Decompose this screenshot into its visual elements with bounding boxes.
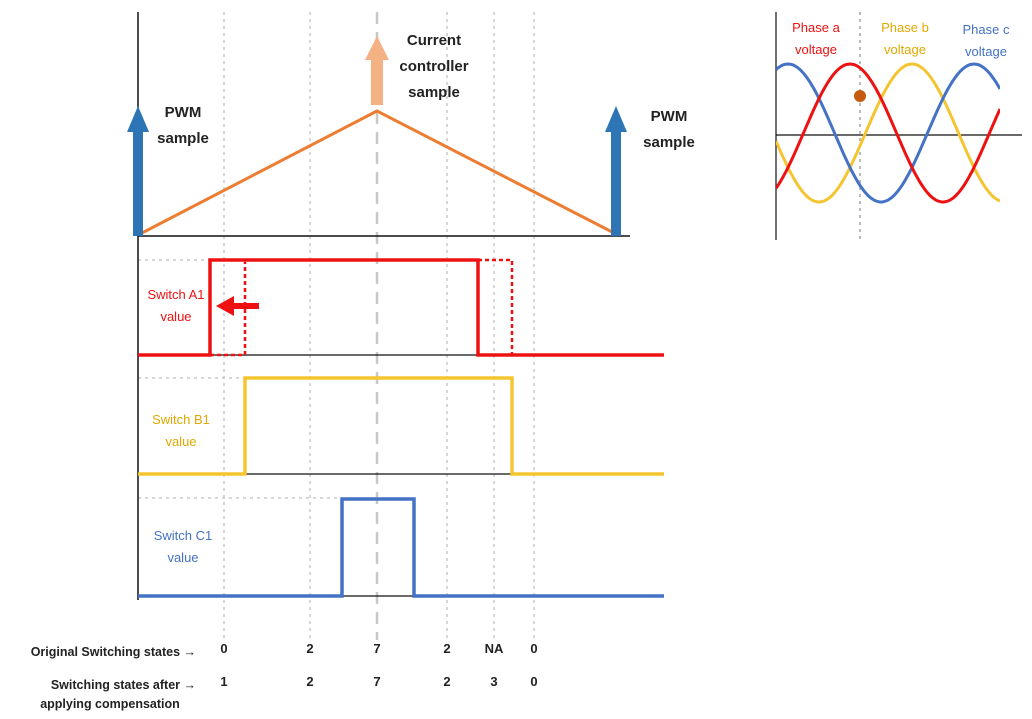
phase-c-label-line2: voltage: [965, 44, 1007, 59]
phase-a-label-line1: Phase a: [792, 20, 840, 35]
switch-a1-waveform: [138, 258, 664, 357]
phase-voltage-inset: Phase a voltage Phase b voltage Phase c …: [775, 12, 1022, 240]
compensated-states-label-line1: Switching states after →: [51, 678, 196, 692]
switch-b1-waveform: [138, 376, 664, 476]
pwm-sample-left-line2: sample: [157, 130, 209, 147]
original-states-label: Original Switching states →: [31, 645, 196, 659]
shift-left-arrow: [216, 296, 259, 316]
pwm-sample-left-line1: PWM: [165, 104, 202, 121]
pwm-sample-right-line1: PWM: [651, 108, 688, 125]
switch-c1-waveform: [138, 497, 664, 598]
intersection-dot-icon: [854, 90, 866, 102]
compensated-state-value: 2: [443, 674, 450, 689]
original-state-value: 2: [306, 641, 313, 656]
phase-b-label-line2: voltage: [884, 42, 926, 57]
controller-label-line2: controller: [399, 58, 468, 75]
triangle-carrier: [139, 109, 617, 236]
switch-b1-label-line1: Switch B1: [152, 412, 210, 427]
switch-a1-original-right: [478, 258, 514, 355]
arrow-left-icon: [216, 296, 234, 316]
compensated-states-label-line2: applying compensation: [40, 697, 180, 711]
phase-c-wave: [776, 62, 1000, 204]
pwm-sample-arrow-left: [127, 106, 149, 236]
controller-label-line3: sample: [408, 84, 460, 101]
phase-a-wave: [776, 62, 1000, 204]
switch-c1-label-line1: Switch C1: [154, 528, 213, 543]
arrow-up-icon: [365, 36, 389, 60]
compensated-state-value: 0: [530, 674, 537, 689]
compensated-state-value: 3: [490, 674, 497, 689]
arrow-up-icon: [605, 106, 627, 132]
phase-a-label-line2: voltage: [795, 42, 837, 57]
switch-a1-label-line2: value: [160, 309, 191, 324]
compensated-state-value: 1: [220, 674, 227, 689]
timing-grid: [223, 12, 535, 640]
phase-b-wave: [776, 62, 1000, 204]
switch-c1-label-line2: value: [167, 550, 198, 565]
original-state-value: 0: [220, 641, 227, 656]
phase-c-label-line1: Phase c: [963, 22, 1010, 37]
switch-a1-original-left: [210, 262, 247, 357]
current-controller-arrow: [365, 36, 389, 105]
switch-b1-label-line2: value: [165, 434, 196, 449]
arrow-up-icon: [127, 106, 149, 132]
switch-a1-label-line1: Switch A1: [147, 287, 204, 302]
original-state-value: 7: [373, 641, 380, 656]
original-state-value: NA: [485, 641, 504, 656]
compensated-state-value: 7: [373, 674, 380, 689]
pwm-sample-arrow-right: [605, 106, 627, 236]
original-state-value: 2: [443, 641, 450, 656]
pwm-sample-right-line2: sample: [643, 134, 695, 151]
compensated-state-value: 2: [306, 674, 313, 689]
controller-label-line1: Current: [407, 32, 461, 49]
phase-b-label-line1: Phase b: [881, 20, 929, 35]
original-state-value: 0: [530, 641, 537, 656]
